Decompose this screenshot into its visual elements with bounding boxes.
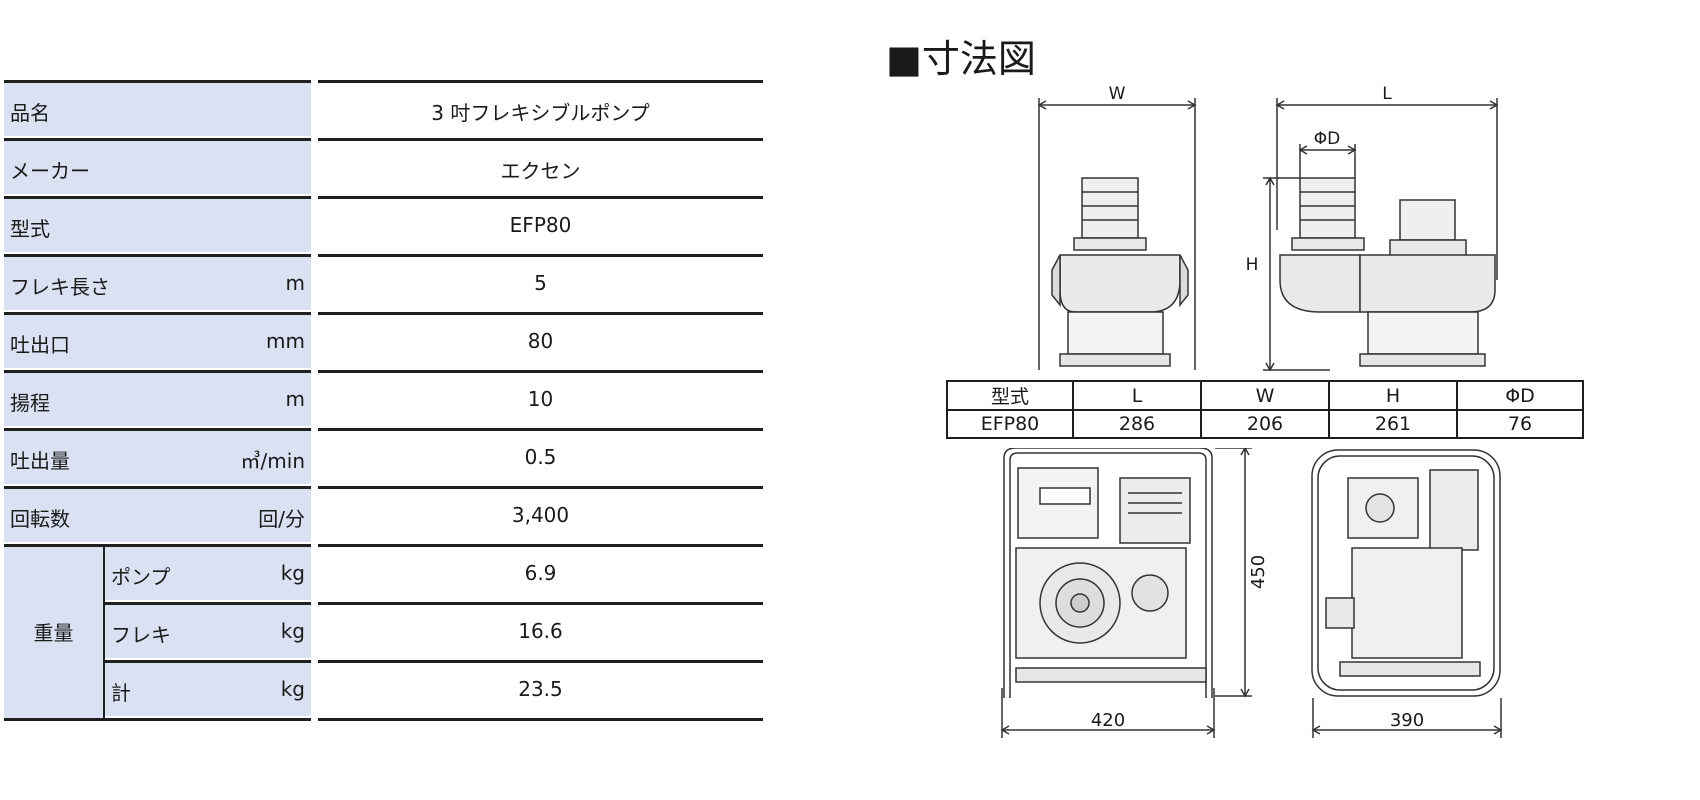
dim-header-l: L xyxy=(1072,380,1202,411)
dim-label-d: ΦD xyxy=(1314,129,1340,149)
table-bottom-rule-left xyxy=(4,718,311,721)
spec-value: エクセン xyxy=(318,138,763,194)
spec-unit: m xyxy=(285,387,305,411)
engine-width-label: 420 xyxy=(1091,710,1125,731)
dimension-table-row: EFP80 286 206 261 76 xyxy=(946,409,1584,439)
weight-group-text: 重量 xyxy=(33,621,74,645)
pump-dimension-drawing: W L ΦD H xyxy=(1037,84,1499,372)
dim-header-d: ΦD xyxy=(1456,380,1584,411)
spec-label: 品名 xyxy=(10,101,50,125)
weight-group-label: 重量 xyxy=(4,544,105,718)
weight-value-total: 23.5 xyxy=(318,660,763,716)
spec-label: 型式 xyxy=(10,217,50,241)
dim-label-h: H xyxy=(1246,255,1259,275)
spec-label: 吐出量 xyxy=(10,449,70,473)
dim-label-w: W xyxy=(1109,84,1126,104)
spec-unit: 回/分 xyxy=(258,507,305,531)
spec-unit: mm xyxy=(266,329,305,353)
dim-label-l: L xyxy=(1382,84,1392,104)
weight-unit: kg xyxy=(280,677,305,701)
spec-label: 吐出口 xyxy=(10,333,70,357)
weight-unit: kg xyxy=(280,619,305,643)
dimension-table-header: 型式 L W H ΦD xyxy=(946,380,1584,411)
weight-row-hose-label: フレキ kg xyxy=(105,602,311,658)
engine-dimension-drawing: 420 450 390 xyxy=(1000,448,1503,738)
dim-value-l: 286 xyxy=(1072,409,1202,439)
spec-value: 3 吋フレキシブルポンプ xyxy=(318,80,763,136)
spec-value: EFP80 xyxy=(318,196,763,252)
weight-unit: kg xyxy=(280,561,305,585)
spec-label: フレキ長さ xyxy=(10,275,110,299)
weight-value-pump: 6.9 xyxy=(318,544,763,600)
dim-header-h: H xyxy=(1328,380,1458,411)
spec-label: メーカー xyxy=(10,159,90,183)
weight-row-pump-label: ポンプ kg xyxy=(105,544,311,600)
weight-label: フレキ xyxy=(111,623,171,647)
engine-height-label: 450 xyxy=(1248,555,1269,589)
spec-label: 回転数 xyxy=(10,507,70,531)
spec-value: 3,400 xyxy=(318,486,763,542)
spec-value: 10 xyxy=(318,370,763,426)
spec-unit: ㎥/min xyxy=(240,449,305,473)
table-bottom-rule-right xyxy=(318,718,763,721)
dimension-table: 型式 L W H ΦD EFP80 286 206 261 76 xyxy=(946,380,1584,439)
dim-header-w: W xyxy=(1200,380,1330,411)
spec-value: 0.5 xyxy=(318,428,763,484)
spec-label: 揚程 xyxy=(10,391,50,415)
dim-header-model: 型式 xyxy=(946,380,1074,411)
weight-label: ポンプ xyxy=(111,565,171,589)
weight-label: 計 xyxy=(111,681,131,705)
dim-value-h: 261 xyxy=(1328,409,1458,439)
spec-value: 5 xyxy=(318,254,763,310)
spec-unit: m xyxy=(285,271,305,295)
dimension-title: ■寸法図 xyxy=(886,37,1036,81)
weight-row-total-label: 計 kg xyxy=(105,660,311,716)
dim-value-w: 206 xyxy=(1200,409,1330,439)
dim-value-d: 76 xyxy=(1456,409,1584,439)
dim-value-model: EFP80 xyxy=(946,409,1074,439)
engine-side-width-label: 390 xyxy=(1390,710,1424,731)
spec-value: 80 xyxy=(318,312,763,368)
weight-value-hose: 16.6 xyxy=(318,602,763,658)
